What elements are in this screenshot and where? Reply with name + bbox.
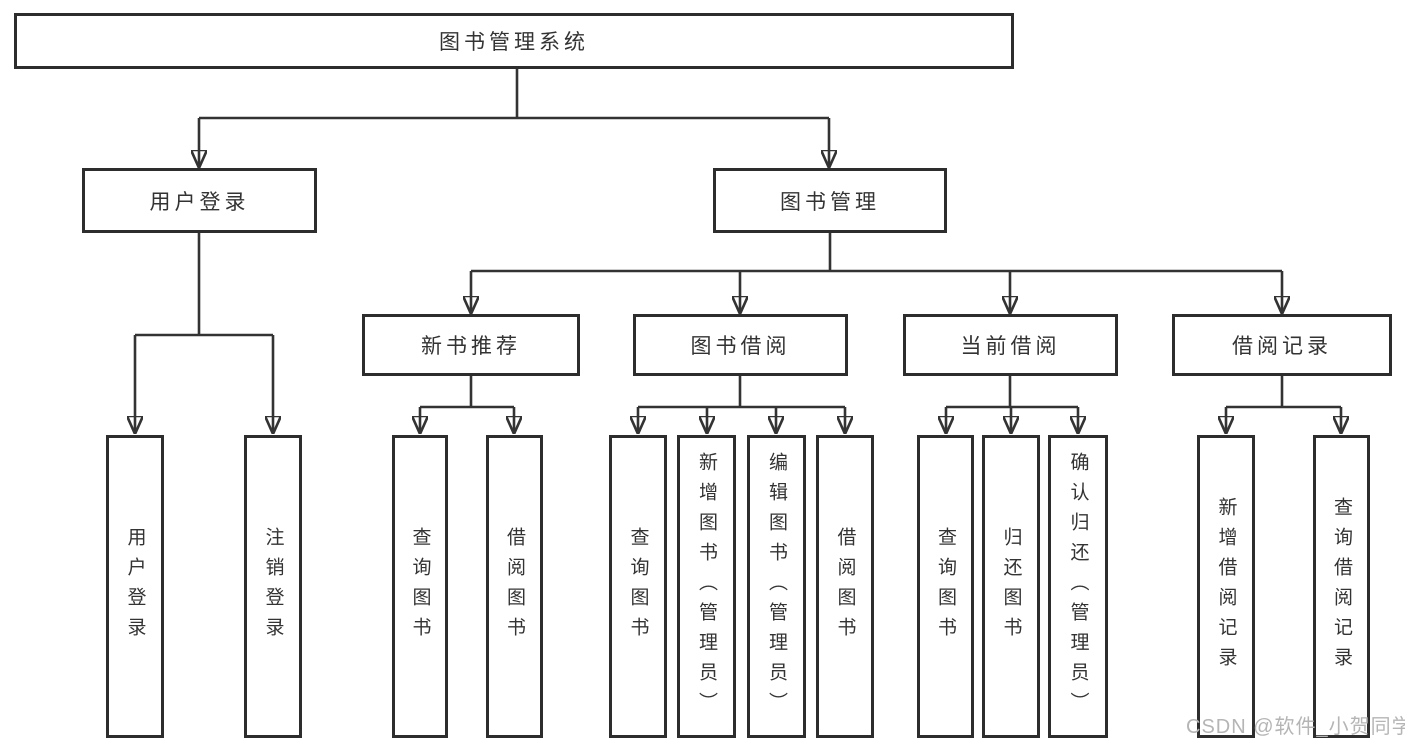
node-current-borrow-label: 当前借阅 bbox=[960, 335, 1061, 358]
leaf-query-books-borrow-label: 查询图书 bbox=[627, 526, 649, 647]
leaf-logout: 注销登录 bbox=[244, 435, 302, 738]
leaf-borrow-books-recommend: 借阅图书 bbox=[486, 435, 543, 738]
node-book-borrow-label: 图书借阅 bbox=[690, 335, 791, 358]
leaf-query-books-current: 查询图书 bbox=[917, 435, 974, 738]
leaf-query-borrow-record-label: 查询借阅记录 bbox=[1331, 496, 1352, 677]
node-borrow-records-label: 借阅记录 bbox=[1232, 335, 1332, 358]
leaf-edit-books-admin-label: 编辑图书（管理员） bbox=[766, 451, 787, 722]
connector-book-borrow-children bbox=[638, 376, 845, 432]
leaf-add-borrow-record-label: 新增借阅记录 bbox=[1215, 496, 1237, 677]
connector-user-login-children bbox=[135, 233, 273, 432]
leaf-return-books: 归还图书 bbox=[982, 435, 1040, 738]
leaf-logout-label: 注销登录 bbox=[262, 526, 284, 647]
leaf-confirm-return-admin-label: 确认归还（管理员） bbox=[1067, 451, 1089, 722]
leaf-edit-books-admin: 编辑图书（管理员） bbox=[747, 435, 806, 738]
connector-book-management-children bbox=[471, 233, 1282, 312]
leaf-borrow-books: 借阅图书 bbox=[816, 435, 874, 738]
leaf-user-login-label: 用户登录 bbox=[124, 526, 146, 647]
node-borrow-records: 借阅记录 bbox=[1172, 314, 1392, 376]
node-book-borrow: 图书借阅 bbox=[633, 314, 848, 376]
leaf-query-borrow-record: 查询借阅记录 bbox=[1313, 435, 1370, 738]
node-book-management: 图书管理 bbox=[713, 168, 947, 233]
leaf-query-books-borrow: 查询图书 bbox=[609, 435, 667, 738]
leaf-return-books-label: 归还图书 bbox=[1000, 526, 1022, 647]
leaf-confirm-return-admin: 确认归还（管理员） bbox=[1048, 435, 1108, 738]
leaf-add-borrow-record: 新增借阅记录 bbox=[1197, 435, 1255, 738]
connector-current-borrow-children bbox=[946, 376, 1078, 432]
leaf-borrow-books-label: 借阅图书 bbox=[834, 526, 856, 647]
leaf-borrow-books-recommend-label: 借阅图书 bbox=[504, 526, 525, 647]
node-user-login: 用户登录 bbox=[82, 168, 317, 233]
node-user-login-label: 用户登录 bbox=[149, 190, 250, 214]
leaf-query-books-recommend-label: 查询图书 bbox=[409, 526, 431, 647]
node-root: 图书管理系统 bbox=[14, 13, 1014, 69]
watermark: CSDN @软件_小贺同学 bbox=[1186, 716, 1405, 738]
leaf-add-books-admin-label: 新增图书（管理员） bbox=[696, 451, 717, 722]
leaf-query-books-recommend: 查询图书 bbox=[392, 435, 448, 738]
connector-root-to-level1 bbox=[199, 69, 829, 166]
node-new-book-recommend: 新书推荐 bbox=[362, 314, 580, 376]
connector-new-book-children bbox=[420, 376, 514, 432]
leaf-user-login: 用户登录 bbox=[106, 435, 164, 738]
node-book-management-label: 图书管理 bbox=[780, 190, 880, 214]
node-current-borrow: 当前借阅 bbox=[903, 314, 1118, 376]
node-root-label: 图书管理系统 bbox=[439, 31, 589, 54]
node-new-book-recommend-label: 新书推荐 bbox=[421, 335, 521, 358]
leaf-add-books-admin: 新增图书（管理员） bbox=[677, 435, 736, 738]
leaf-query-books-current-label: 查询图书 bbox=[935, 526, 956, 647]
connector-borrow-records-children bbox=[1226, 376, 1341, 432]
